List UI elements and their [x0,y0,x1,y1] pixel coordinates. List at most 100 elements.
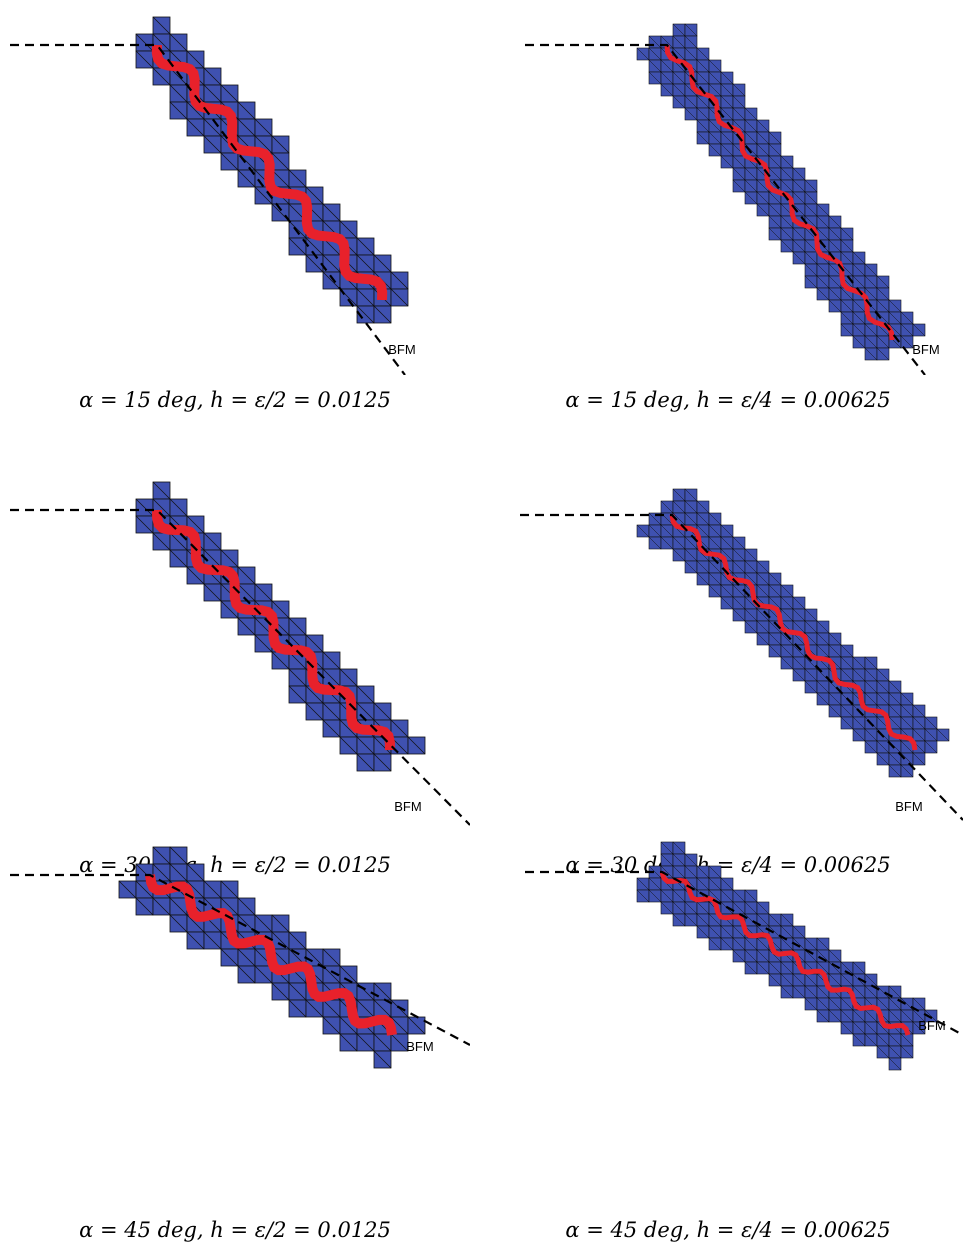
mesh-diagonal [696,560,710,574]
mesh-diagonal [720,107,734,121]
mesh-diagonal [792,973,806,987]
mesh-diagonal [756,632,770,646]
mesh-diagonal [732,889,746,903]
mesh-diagonal [186,118,205,137]
mesh-diagonal [152,481,171,500]
mesh-figure: BFM [10,16,416,375]
mesh-diagonal [888,692,902,706]
mesh-diagonal [696,512,710,526]
mesh-diagonal [732,536,746,550]
mesh-diagonal [135,50,154,69]
mesh-diagonal [169,897,188,916]
mesh-diagonal [135,498,154,517]
mesh-diagonal [708,524,722,538]
mesh-diagonal [900,335,914,349]
alpha-label: α = 15 deg, [565,388,690,412]
mesh-diagonal [169,33,188,52]
mesh-diagonal [816,227,830,241]
mesh-diagonal [768,973,782,987]
mesh-diagonal [828,644,842,658]
mesh-diagonal [900,764,914,778]
refined-mesh-band [636,23,926,361]
mesh-diagonal [169,498,188,517]
mesh-diagonal [356,1033,375,1052]
mesh-diagonal [220,152,239,171]
mesh-diagonal [780,608,794,622]
mesh-diagonal [708,937,722,951]
mesh-diagonal [864,740,878,754]
mesh-diagonal [186,515,205,534]
mesh-diagonal [900,1009,914,1023]
mesh-diagonal [648,35,662,49]
mesh-diagonal [888,299,902,313]
mesh-figure: BFM [520,488,963,821]
mesh-diagonal [864,656,878,670]
mesh-diagonal [804,203,818,217]
mesh-diagonal [852,1009,866,1023]
mesh-diagonal [672,913,686,927]
mesh-diagonal [732,937,746,951]
panel-alpha15-fine: BFM α = 15 deg, h = ε/4 = 0.00625 [493,0,963,412]
mesh-diagonal [720,584,734,598]
mesh-diagonal [828,632,842,646]
mesh-diagonal [186,566,205,585]
mesh-diagonal [912,728,926,742]
mesh-diagonal [876,1021,890,1035]
mesh-diagonal [152,33,171,52]
mesh-diagonal [840,716,854,730]
mesh-diagonal [900,1045,914,1059]
mesh-diagonal [828,287,842,301]
mesh-diagonal [768,131,782,145]
mesh-diagonal [828,1009,842,1023]
mesh-diagonal [852,251,866,265]
panel-caption: α = 45 deg, h = ε/2 = 0.0125 [0,1218,470,1242]
mesh-diagonal [720,548,734,562]
mesh-diagonal [888,680,902,694]
mesh-diagonal [756,179,770,193]
mesh-diagonal [684,512,698,526]
mesh-diagonal [237,897,256,916]
mesh-diagonal [888,704,902,718]
mesh-diagonal [220,948,239,967]
mesh-diagonal [684,536,698,550]
alpha-label: α = 45 deg, [565,1218,690,1242]
mesh-diagonal [840,1021,854,1035]
mesh-diagonal [696,95,710,109]
mesh-diagonal [900,716,914,730]
mesh-diagonal [237,965,256,984]
mesh-diagonal [744,131,758,145]
panel-caption: α = 45 deg, h = ε/4 = 0.00625 [493,1218,963,1242]
mesh-diagonal [390,288,409,307]
mesh-diagonal [804,179,818,193]
mesh-diagonal [780,239,794,253]
mesh-diagonal [732,119,746,133]
mesh-diagonal [271,914,290,933]
mesh-diagonal [876,985,890,999]
panel-alpha45-fine: BFM α = 45 deg, h = ε/4 = 0.00625 [493,830,963,1242]
mesh-diagonal [696,107,710,121]
mesh-diagonal [636,889,650,903]
mesh-diagonal [203,532,222,551]
h-label: h = ε/4 = 0.00625 [696,853,891,877]
mesh-diagonal [804,680,818,694]
mesh-diagonal [816,215,830,229]
mesh-diagonal [888,985,902,999]
mesh-diagonal [864,263,878,277]
mesh-diagonal [732,925,746,939]
mesh-diagonal [792,985,806,999]
mesh-diagonal [756,961,770,975]
mesh-diagonal [373,305,392,324]
mesh-diagonal [708,83,722,97]
mesh-diagonal [186,880,205,899]
bfm-label: BFM [895,799,922,814]
mesh-diagonal [271,135,290,154]
mesh-diagonal [852,323,866,337]
mesh-diagonal [756,937,770,951]
mesh-diagonal [768,596,782,610]
mesh-diagonal [288,931,307,950]
mesh-diagonal [305,186,324,205]
mesh-diagonal [237,948,256,967]
mesh-diagonal [732,167,746,181]
mesh-diagonal [816,997,830,1011]
mesh-diagonal [254,186,273,205]
